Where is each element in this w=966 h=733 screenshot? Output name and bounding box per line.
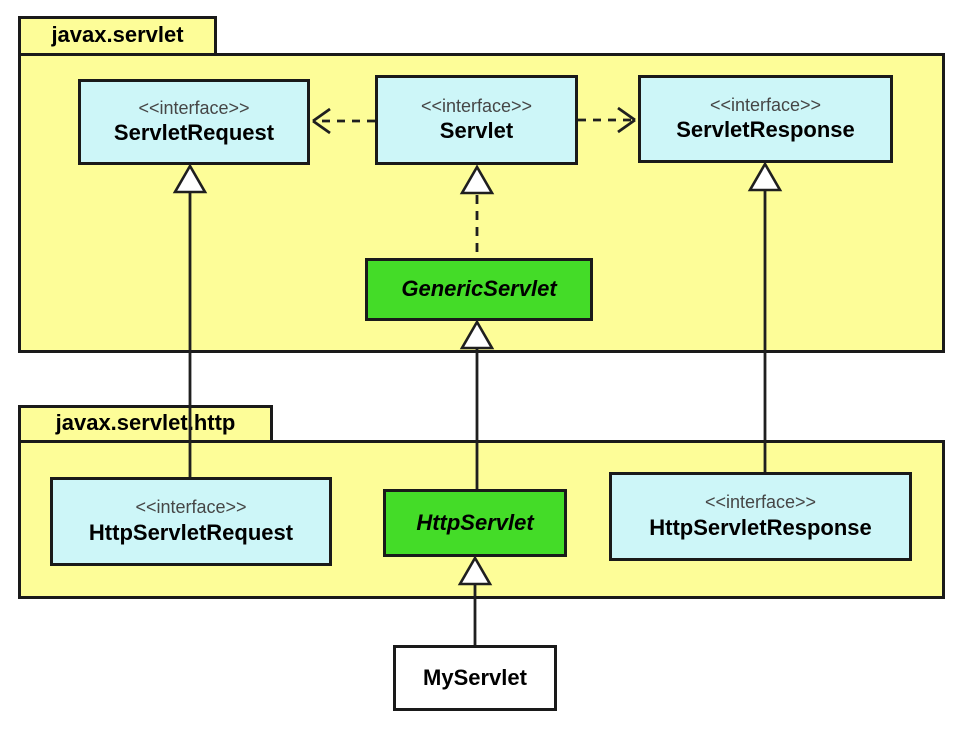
- class-name-label: ServletRequest: [113, 120, 275, 146]
- stereotype-label: <<interface>>: [704, 492, 817, 512]
- class-box-servlet[interactable]: <<interface>> Servlet: [375, 75, 578, 165]
- stereotype-label: <<interface>>: [709, 94, 822, 115]
- package-tab-javax-servlet-http[interactable]: javax.servlet.http: [18, 405, 273, 443]
- class-name-label: Servlet: [439, 118, 514, 144]
- class-box-servlet-request[interactable]: <<interface>> ServletRequest: [78, 79, 310, 165]
- class-name-label: GenericServlet: [401, 276, 557, 302]
- package-label: javax.servlet.http: [55, 410, 236, 435]
- class-box-generic-servlet[interactable]: GenericServlet: [365, 258, 593, 321]
- stereotype-label: <<interface>>: [138, 97, 250, 118]
- class-name-label: HttpServletResponse: [649, 514, 872, 540]
- stereotype-label: <<interface>>: [135, 497, 247, 517]
- class-box-http-servlet-response[interactable]: <<interface>> HttpServletResponse: [609, 472, 912, 561]
- class-box-http-servlet-request[interactable]: <<interface>> HttpServletRequest: [50, 477, 332, 566]
- class-name-label: MyServlet: [423, 664, 527, 690]
- class-box-http-servlet[interactable]: HttpServlet: [383, 489, 567, 557]
- class-name-label: HttpServlet: [416, 509, 534, 535]
- package-label: javax.servlet: [51, 22, 184, 47]
- stereotype-label: <<interface>>: [420, 95, 533, 116]
- class-box-servlet-response[interactable]: <<interface>> ServletResponse: [638, 75, 893, 163]
- class-box-my-servlet[interactable]: MyServlet: [393, 645, 557, 711]
- class-name-label: HttpServletRequest: [88, 519, 294, 545]
- package-tab-javax-servlet[interactable]: javax.servlet: [18, 16, 217, 56]
- class-name-label: ServletResponse: [676, 117, 855, 143]
